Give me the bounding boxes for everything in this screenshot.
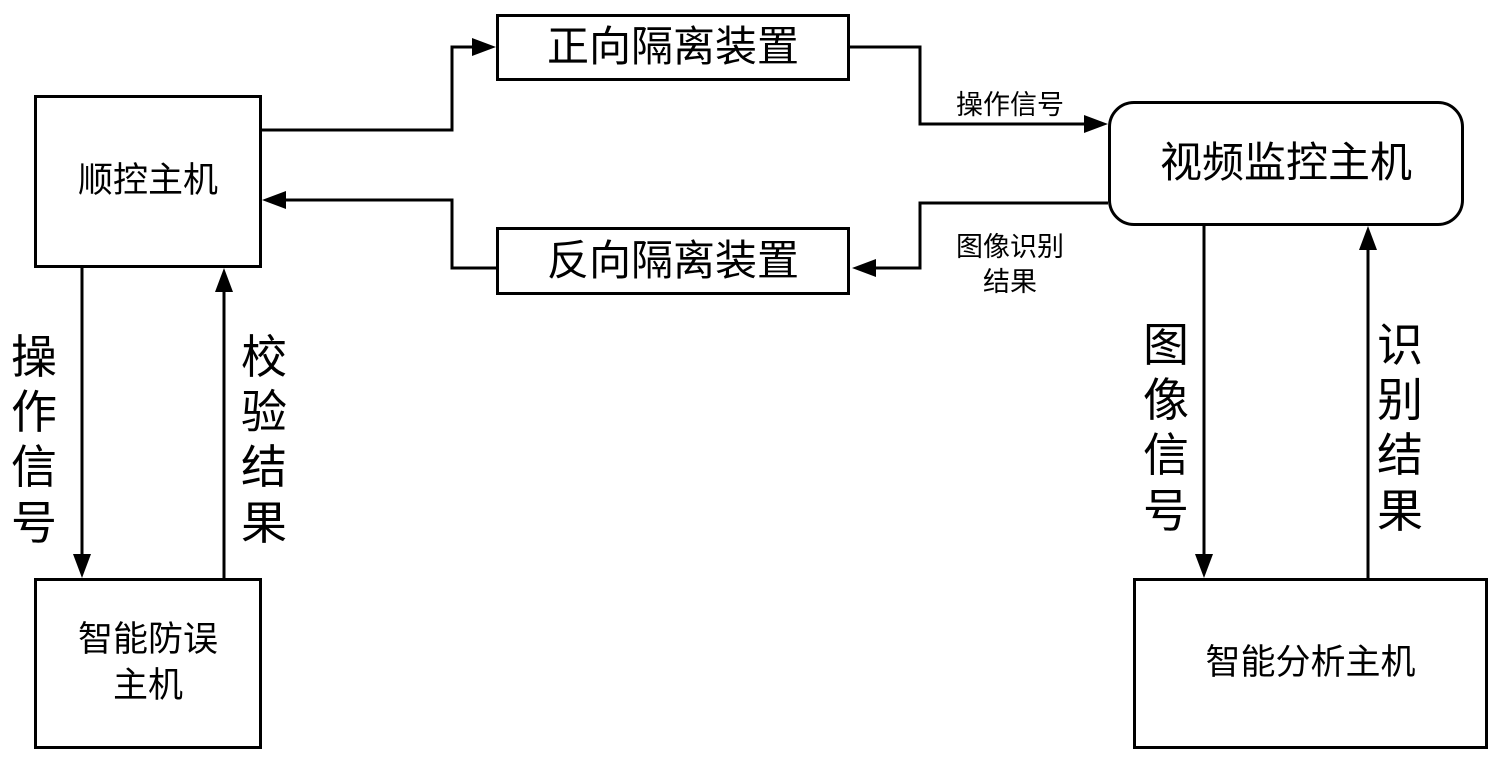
reverse-isolation-label: 反向隔离装置 (546, 235, 799, 285)
edge-video-to-reverse (858, 201, 1108, 270)
left-operation-signal-label: 操 作 信 号 (11, 330, 57, 550)
top-operation-signal-label: 操作信号 (956, 90, 1064, 121)
anti-misoperation-host-box: 智能防误 主机 (34, 578, 262, 749)
reverse-isolation-box: 反向隔离装置 (496, 227, 850, 295)
forward-isolation-box: 正向隔离装置 (496, 14, 850, 81)
forward-isolation-label: 正向隔离装置 (546, 22, 799, 72)
edge-reverse-to-host (268, 198, 496, 270)
anti-misoperation-host-label: 智能防误 主机 (77, 620, 218, 706)
right-image-signal-label: 图 像 信 号 (1143, 318, 1189, 538)
top-recognition-result-label: 图像识别 结果 (956, 232, 1064, 299)
sequence-control-host-box: 顺控主机 (34, 95, 262, 268)
sequence-control-host-label: 顺控主机 (77, 160, 218, 201)
edge-forward-to-video (850, 45, 1100, 126)
edge-host-to-forward (262, 45, 492, 132)
intelligent-analysis-host-box: 智能分析主机 (1133, 578, 1488, 749)
left-check-result-label: 校 验 结 果 (241, 330, 287, 550)
video-monitoring-host-box: 视频监控主机 (1108, 101, 1464, 226)
right-recognition-result-label: 识 别 结 果 (1377, 318, 1423, 538)
video-monitoring-host-label: 视频监控主机 (1159, 138, 1412, 188)
intelligent-analysis-host-label: 智能分析主机 (1205, 642, 1416, 683)
